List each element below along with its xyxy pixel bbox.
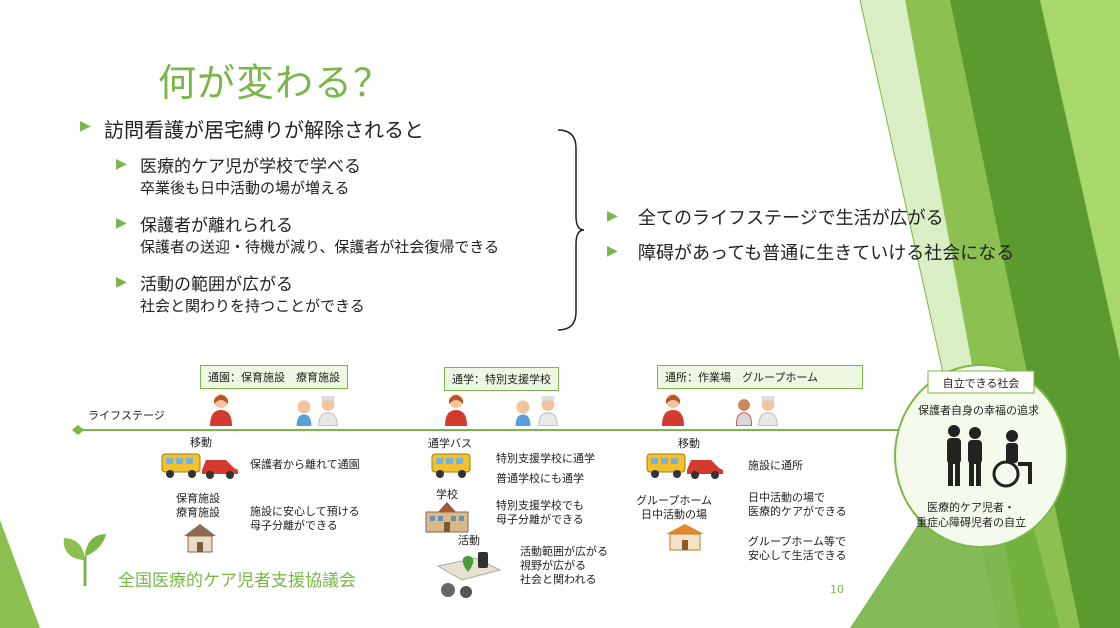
- school-icon: [425, 502, 469, 533]
- mother-icon: [662, 394, 684, 426]
- mother-icon: [445, 394, 467, 426]
- stage3-home-text1: 日中活動の場で 医療的ケアができる: [748, 491, 847, 518]
- org-name: 全国医療的ケア児者支援協議会: [118, 571, 356, 591]
- stage2-activity-text: 活動範囲が広がる 視野が広がる 社会と関われる: [520, 545, 608, 586]
- nurse-icon: [538, 396, 558, 426]
- stage-tag: 通所：作業場 グループホーム: [657, 365, 863, 389]
- bullet-arrow-icon: ▶: [116, 274, 127, 290]
- facility-label: 保育施設 療育施設: [176, 492, 220, 519]
- stage-tag: 通学：特別支援学校: [444, 367, 559, 391]
- school-label: 学校: [436, 488, 458, 501]
- people-wheelchair-icon: [947, 425, 1032, 488]
- sub-item-detail: 社会と関わりを持つことができる: [140, 297, 365, 315]
- child-icon: [515, 400, 531, 426]
- grouphome-label: グループホーム 日中活動の場: [636, 494, 713, 521]
- house-icon: [184, 524, 216, 553]
- bullet-arrow-icon: ▶: [607, 243, 618, 259]
- bullet-arrow-icon: ▶: [607, 208, 618, 224]
- move-label: 移動: [678, 437, 700, 450]
- goal-title: 自立できる社会: [942, 377, 1020, 390]
- sprout-logo-icon: [63, 534, 106, 586]
- stage3-home-text2: グループホーム等で 安心して生活できる: [748, 535, 847, 562]
- slide-title: 何が変わる？: [158, 61, 393, 105]
- stage1-facility-text: 施設に安心して預ける 母子分離ができる: [250, 505, 360, 532]
- bus-label: 通学バス: [428, 437, 472, 450]
- activity-label: 活動: [458, 534, 480, 547]
- nurse-icon: [318, 396, 338, 426]
- stage2-bus-text: 特別支援学校に通学 普通学校にも通学: [496, 452, 595, 485]
- result-item: 障碍があっても普通に生きていける社会になる: [638, 243, 1015, 264]
- stage1-move-text: 保護者から離れて通園: [250, 458, 360, 471]
- activity-map-icon: [436, 552, 502, 598]
- sub-item-detail: 保護者の送迎・待機が減り、保護者が社会復帰できる: [140, 238, 500, 256]
- sub-item-head: 保護者が離れられる: [140, 216, 293, 236]
- bullet-arrow-icon: ▶: [116, 156, 127, 172]
- move-label: 移動: [190, 436, 212, 449]
- brace-icon: [557, 129, 585, 331]
- sub-item-detail: 卒業後も日中活動の場が増える: [140, 179, 350, 197]
- sub-item-head: 活動の範囲が広がる: [140, 275, 293, 295]
- nurse-icon: [758, 396, 778, 426]
- child-icon: [296, 400, 312, 426]
- goal-bottom-text: 医療的ケア児者・ 重症心障碍児者の自立: [916, 501, 1026, 529]
- school-bus-icon: [431, 453, 471, 478]
- sub-item-head: 医療的ケア児が学校で学べる: [140, 157, 361, 177]
- bus-car-icon: [161, 453, 238, 479]
- goal-top-text: 保護者自身の幸福の追求: [918, 404, 1039, 417]
- bus-car-icon: [646, 453, 723, 479]
- bullet-arrow-icon: ▶: [116, 215, 127, 231]
- home-icon: [666, 524, 704, 551]
- main-bullet: 訪問看護が居宅縛りが解除されると: [104, 118, 424, 142]
- stage2-school-text: 特別支援学校でも 母子分離ができる: [496, 499, 584, 526]
- youth-icon: [735, 399, 753, 426]
- stage-tag: 通園：保育施設 療育施設: [200, 365, 348, 389]
- page-number: 10: [830, 583, 844, 596]
- timeline-label: ライフステージ: [88, 409, 165, 422]
- bullet-arrow-icon: ▶: [80, 118, 91, 134]
- mother-icon: [210, 394, 232, 426]
- result-item: 全てのライフステージで生活が広がる: [638, 208, 944, 229]
- stage3-move-text: 施設に通所: [748, 459, 803, 472]
